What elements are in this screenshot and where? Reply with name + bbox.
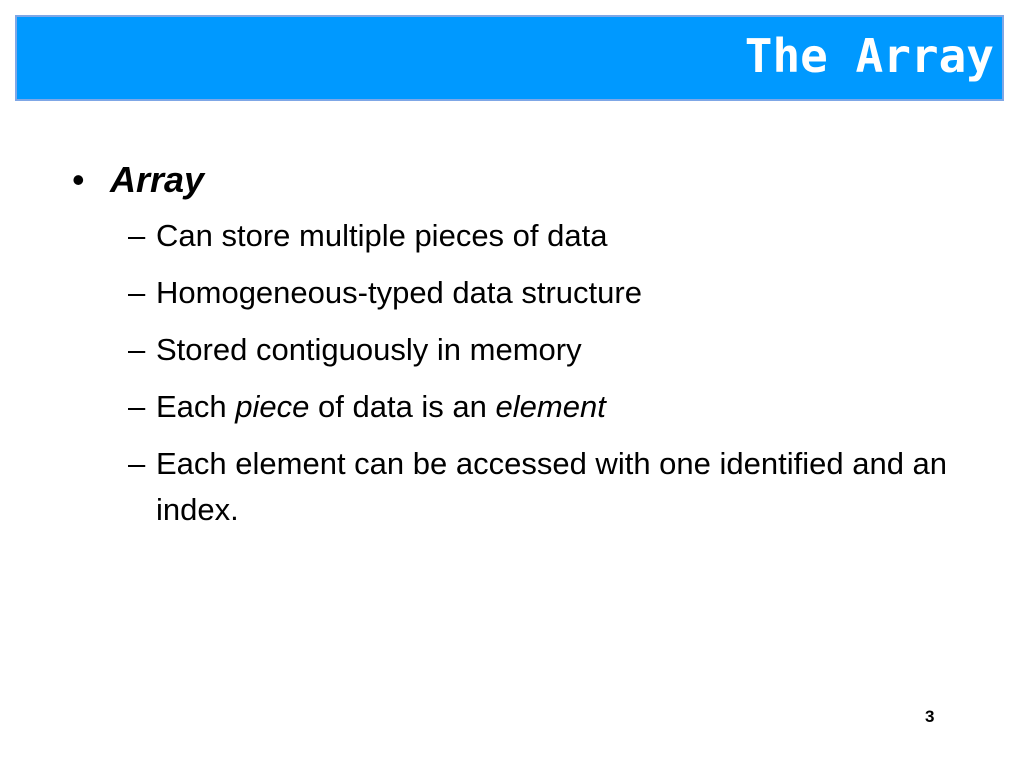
sub-item-text: Stored contiguously in memory	[156, 332, 582, 367]
sub-item: – Homogeneous-typed data structure	[72, 270, 952, 316]
emphasis-element: element	[495, 389, 606, 424]
dash-marker: –	[128, 332, 146, 367]
sub-item: – Each piece of data is an element	[72, 384, 952, 430]
bullet-item: • Array	[72, 155, 952, 205]
dash-marker: –	[128, 446, 146, 481]
title-bar: The Array	[15, 15, 1004, 101]
sub-item: – Stored contiguously in memory	[72, 327, 952, 373]
sub-item: – Can store multiple pieces of data	[72, 213, 952, 259]
dash-marker: –	[128, 275, 146, 310]
sub-item-text: Each element can be accessed with one id…	[156, 446, 948, 527]
sub-item: – Each element can be accessed with one …	[72, 441, 952, 533]
dash-marker: –	[128, 389, 146, 424]
slide-content: • Array – Can store multiple pieces of d…	[72, 155, 952, 544]
slide-title: The Array	[744, 29, 994, 83]
bullet-text: Array	[110, 159, 205, 200]
sub-item-text: Homogeneous-typed data structure	[156, 275, 642, 310]
dash-marker: –	[128, 218, 146, 253]
sub-item-text-part: of data is an	[309, 389, 496, 424]
bullet-marker: •	[72, 159, 85, 200]
sub-item-text-part: Each	[156, 389, 236, 424]
emphasis-piece: piece	[235, 389, 310, 424]
sub-list: – Can store multiple pieces of data – Ho…	[72, 213, 952, 533]
sub-item-text: Can store multiple pieces of data	[156, 218, 608, 253]
page-number: 3	[925, 707, 935, 726]
